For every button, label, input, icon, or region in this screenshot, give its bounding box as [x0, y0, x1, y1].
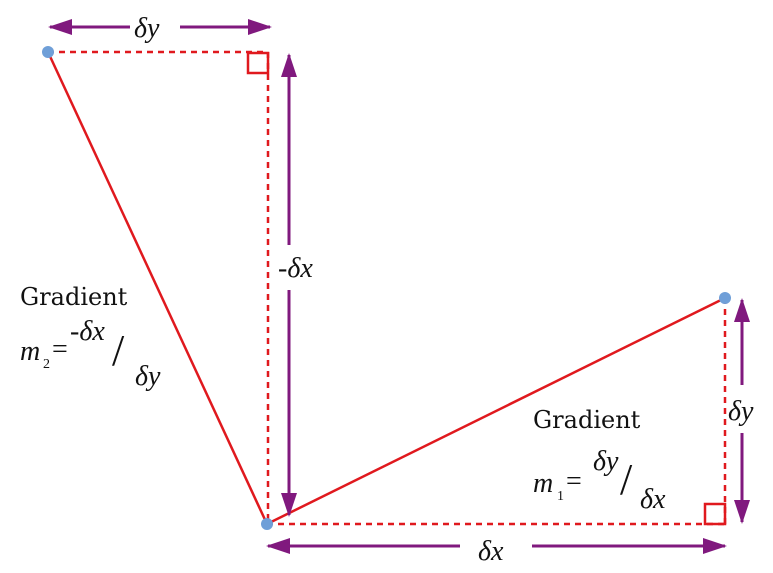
gradient-m2-subscript: 2	[43, 357, 50, 372]
right-angle-marker-bottom	[703, 502, 727, 526]
gradient-m1-formula: Gradient m 1 = δy / δx	[533, 406, 666, 515]
gradient-m1-slash: /	[620, 455, 633, 504]
line-m1	[266, 296, 726, 526]
point-bottom	[261, 518, 273, 530]
bottom-width-label: δx	[478, 536, 504, 567]
gradient-m2-denominator: δy	[135, 361, 161, 392]
gradient-m1-equals: =	[566, 466, 582, 497]
gradient-m2-slash: /	[112, 326, 125, 375]
point-top-left	[42, 46, 54, 58]
right-angle-marker-top	[246, 51, 270, 75]
gradient-m1-subscript: 1	[557, 489, 564, 504]
top-width-label: δy	[134, 13, 160, 44]
gradient-m2-formula: Gradient m 2 = -δx / δy	[20, 283, 161, 392]
right-height-label: δy	[728, 396, 754, 427]
gradient-m2-symbol: m	[20, 336, 40, 367]
gradient-m2-title: Gradient	[20, 283, 128, 311]
gradient-m2-numerator: -δx	[70, 316, 105, 347]
gradient-m2-equals: =	[52, 334, 68, 365]
gradient-m1-title: Gradient	[533, 406, 641, 434]
line-m2	[46, 51, 269, 525]
gradient-m1-symbol: m	[533, 468, 553, 499]
point-right	[719, 292, 731, 304]
left-height-label: -δx	[278, 253, 313, 284]
gradient-m1-denominator: δx	[640, 484, 666, 515]
gradient-m1-numerator: δy	[593, 446, 619, 477]
